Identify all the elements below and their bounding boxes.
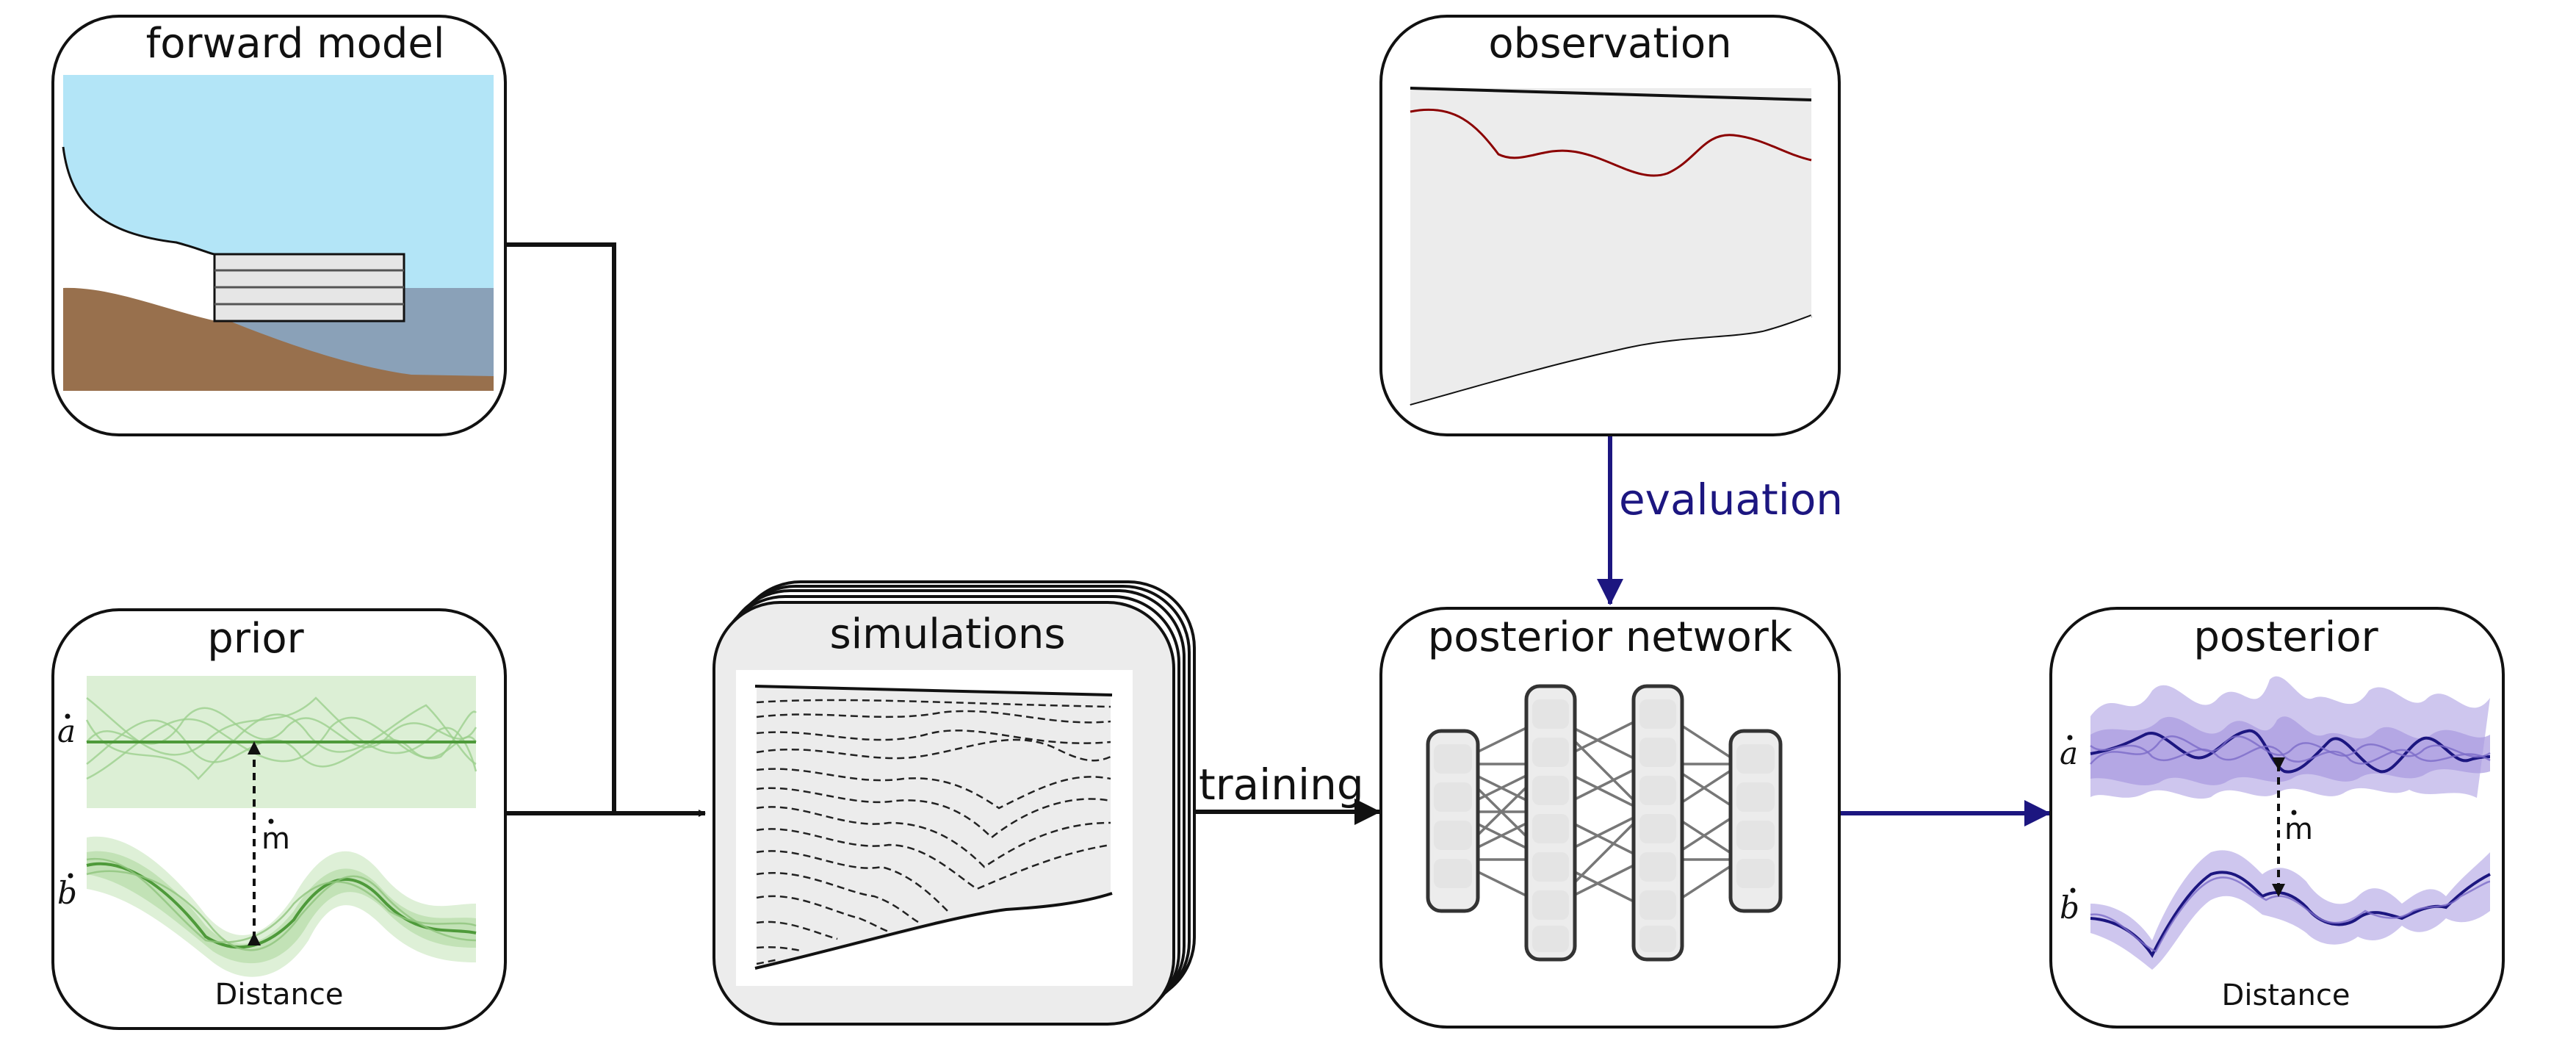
posterior-b-label: b (2060, 890, 2079, 926)
simulations-layers (754, 685, 1113, 970)
posterior-b-band (2090, 850, 2491, 970)
observation-panel: observation (1379, 15, 1841, 436)
posterior-a-band (2090, 676, 2491, 799)
forward-model-title: forward model (146, 20, 445, 68)
prior-m-label: m (261, 822, 290, 856)
prior-a-band (85, 676, 477, 808)
forward-model-panel: forward model (51, 15, 507, 436)
network-layer-hidden-1 (1524, 684, 1577, 962)
posterior-network-panel: posterior network (1379, 607, 1841, 1029)
simulations-panel: simulations (712, 580, 1196, 1026)
prior-a-dot (65, 713, 71, 719)
connectors: training evaluation (505, 242, 2051, 826)
posterior-m-dot (2291, 810, 2297, 815)
observation-red-line (1410, 108, 1812, 177)
observation-title: observation (1488, 20, 1731, 68)
posterior-panel: posterior a b m Distance (2049, 607, 2505, 1029)
posterior-a-dot (2067, 735, 2073, 741)
posterior-title: posterior (2193, 613, 2378, 661)
simulations-title: simulations (829, 610, 1065, 658)
prior-b-dot (68, 873, 73, 879)
evaluation-label: evaluation (1619, 475, 1843, 525)
network-layer-input (1426, 729, 1480, 913)
prior-a-label: a (57, 713, 76, 749)
posterior-network-title: posterior network (1428, 613, 1793, 661)
posterior-a-label: a (2060, 735, 2078, 771)
ice-shelf-illustration (62, 75, 494, 391)
prior-panel: prior a b m Distance (51, 608, 507, 1030)
network-layer-output (1728, 729, 1783, 913)
prior-b-label: b (57, 875, 77, 911)
posterior-x-label: Distance (2222, 979, 2350, 1012)
posterior-b-dot (2070, 887, 2076, 893)
network-layer-hidden-2 (1631, 684, 1684, 962)
prior-b-band (86, 836, 477, 977)
posterior-m-label: m (2284, 813, 2313, 846)
prior-x-label: Distance (215, 978, 344, 1012)
training-label: training (1199, 760, 1364, 810)
forward-model-connector (505, 242, 616, 813)
prior-m-dot (268, 818, 274, 824)
prior-title: prior (207, 615, 304, 663)
network-connections (1451, 715, 1742, 909)
observation-surface (1410, 87, 1812, 101)
